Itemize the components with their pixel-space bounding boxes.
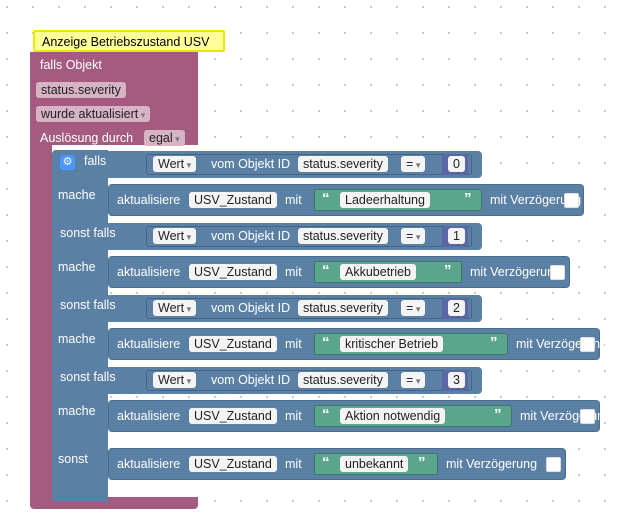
- vom-objekt-label: vom Objekt ID: [211, 301, 291, 315]
- number-value[interactable]: 1: [448, 228, 465, 244]
- wert-dropdown[interactable]: Wert: [153, 228, 197, 244]
- delay-checkbox[interactable]: [550, 265, 565, 280]
- variable-field[interactable]: USV_Zustand: [189, 192, 277, 208]
- variable-field[interactable]: USV_Zustand: [189, 408, 277, 424]
- mache-label: mache: [58, 332, 96, 346]
- aktualisiere-label: aktualisiere: [117, 409, 181, 423]
- operator-dropdown[interactable]: =: [401, 228, 426, 244]
- trigger-object-field[interactable]: status.severity: [36, 82, 126, 98]
- string-value[interactable]: Aktion notwendig: [340, 408, 446, 424]
- string-value[interactable]: unbekannt: [340, 456, 409, 472]
- vom-objekt-label: vom Objekt ID: [211, 229, 291, 243]
- delay-checkbox[interactable]: [564, 193, 579, 208]
- delay-checkbox[interactable]: [580, 409, 595, 424]
- falls-label: falls: [84, 154, 107, 168]
- quote-close-icon: ”: [418, 454, 426, 471]
- gear-icon[interactable]: ⚙: [60, 155, 75, 170]
- quote-open-icon: “: [322, 406, 330, 423]
- vom-objekt-label: vom Objekt ID: [211, 157, 291, 171]
- trigger-header: falls Objekt: [40, 58, 102, 72]
- object-id-field[interactable]: status.severity: [298, 228, 388, 244]
- sonst-falls-label: sonst falls: [60, 370, 116, 384]
- operator-dropdown[interactable]: =: [401, 300, 426, 316]
- trigger-event-dropdown[interactable]: wurde aktualisiert: [36, 106, 151, 122]
- aktualisiere-label: aktualisiere: [117, 193, 181, 207]
- number-value[interactable]: 2: [448, 300, 465, 316]
- quote-open-icon: “: [322, 190, 330, 207]
- quote-close-icon: ”: [444, 262, 452, 279]
- quote-close-icon: ”: [464, 190, 472, 207]
- operator-dropdown[interactable]: =: [401, 156, 426, 172]
- mit-label: mit: [285, 337, 302, 351]
- variable-field[interactable]: USV_Zustand: [189, 336, 277, 352]
- vom-objekt-label: vom Objekt ID: [211, 373, 291, 387]
- number-value[interactable]: 0: [448, 156, 465, 172]
- delay-checkbox[interactable]: [580, 337, 595, 352]
- object-id-field[interactable]: status.severity: [298, 300, 388, 316]
- comment-block[interactable]: Anzeige Betriebszustand USV: [33, 30, 225, 52]
- quote-open-icon: “: [322, 454, 330, 471]
- sonst-falls-label: sonst falls: [60, 226, 116, 240]
- string-value[interactable]: Ladeerhaltung: [340, 192, 430, 208]
- aktualisiere-label: aktualisiere: [117, 457, 181, 471]
- mache-label: mache: [58, 404, 96, 418]
- quote-close-icon: ”: [494, 406, 502, 423]
- object-id-field[interactable]: status.severity: [298, 156, 388, 172]
- wert-dropdown[interactable]: Wert: [153, 372, 197, 388]
- quote-open-icon: “: [322, 262, 330, 279]
- ausloesung-dropdown[interactable]: egal: [144, 130, 185, 146]
- wert-dropdown[interactable]: Wert: [153, 300, 197, 316]
- mit-label: mit: [285, 193, 302, 207]
- number-value[interactable]: 3: [448, 372, 465, 388]
- if-block-frame[interactable]: [52, 150, 108, 502]
- wert-dropdown[interactable]: Wert: [153, 156, 197, 172]
- mache-label: mache: [58, 260, 96, 274]
- delay-label: mit Verzögerung: [490, 193, 582, 207]
- delay-label: mit Verzögerung: [470, 265, 562, 279]
- variable-field[interactable]: USV_Zustand: [189, 456, 277, 472]
- string-value[interactable]: Akkubetrieb: [340, 264, 417, 280]
- ausloesung-label: Auslösung durch: [40, 131, 134, 145]
- mache-label: mache: [58, 188, 96, 202]
- operator-dropdown[interactable]: =: [401, 372, 426, 388]
- mit-label: mit: [285, 409, 302, 423]
- object-id-field[interactable]: status.severity: [298, 372, 388, 388]
- aktualisiere-label: aktualisiere: [117, 337, 181, 351]
- aktualisiere-label: aktualisiere: [117, 265, 181, 279]
- sonst-label: sonst: [58, 452, 88, 466]
- mit-label: mit: [285, 457, 302, 471]
- quote-close-icon: ”: [490, 334, 498, 351]
- delay-label: mit Verzögerung: [446, 457, 538, 471]
- quote-open-icon: “: [322, 334, 330, 351]
- trigger-block-frame[interactable]: [30, 52, 52, 504]
- delay-label: mit Verzögerung: [520, 409, 612, 423]
- string-value[interactable]: kritischer Betrieb: [340, 336, 444, 352]
- variable-field[interactable]: USV_Zustand: [189, 264, 277, 280]
- delay-checkbox[interactable]: [546, 457, 561, 472]
- sonst-falls-label: sonst falls: [60, 298, 116, 312]
- mit-label: mit: [285, 265, 302, 279]
